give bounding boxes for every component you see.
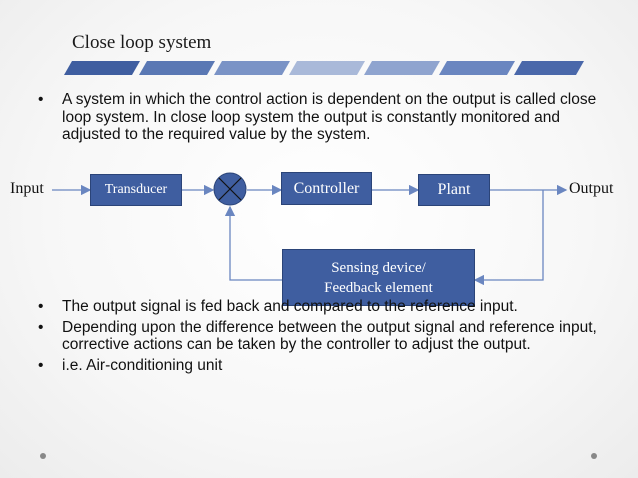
- closed-loop-diagram: Input Output Transducer Controller Plant…: [0, 160, 638, 320]
- decor-dot-left: [40, 453, 46, 459]
- diagram-connectors: [52, 172, 568, 286]
- bullet-item: A system in which the control action is …: [36, 91, 606, 144]
- intro-bullet-list: A system in which the control action is …: [36, 91, 606, 147]
- decor-dot-right: [591, 453, 597, 459]
- feedback-element-block: Sensing device/ Feedback element: [282, 249, 475, 306]
- controller-block: Controller: [281, 172, 372, 205]
- feedback-line-1: Sensing device/: [331, 259, 426, 276]
- feedback-line-2: Feedback element: [324, 279, 433, 296]
- output-label: Output: [569, 180, 614, 197]
- bullet-item: i.e. Air-conditioning unit: [36, 357, 616, 375]
- plant-block: Plant: [418, 174, 490, 206]
- title-stripe-decoration: [64, 61, 584, 75]
- bullet-list: The output signal is fed back and compar…: [36, 298, 616, 377]
- slide-title: Close loop system: [72, 32, 212, 53]
- transducer-block: Transducer: [90, 174, 182, 206]
- bullet-item: Depending upon the difference between th…: [36, 319, 616, 354]
- summing-junction-icon: [213, 172, 247, 206]
- input-label: Input: [10, 180, 44, 197]
- bullet-item: The output signal is fed back and compar…: [36, 298, 616, 316]
